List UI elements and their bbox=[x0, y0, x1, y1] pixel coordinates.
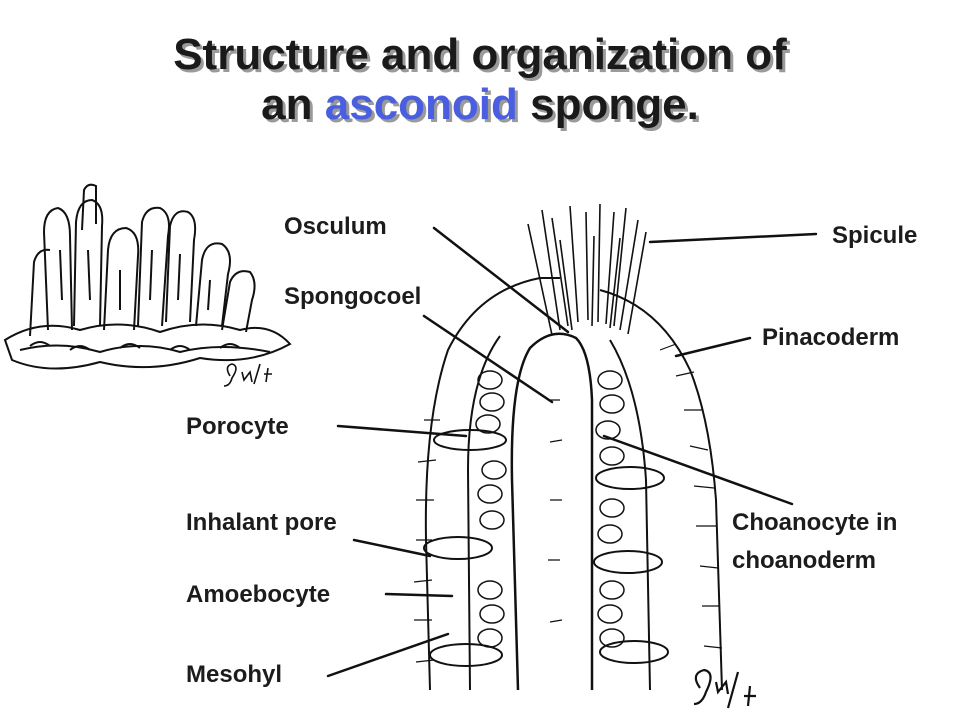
label-choanocyte-line-2: choanoderm bbox=[732, 547, 877, 574]
label-pointer-lines bbox=[326, 226, 818, 678]
sponge-colony-sketch bbox=[3, 183, 292, 370]
spicule-pointer bbox=[648, 232, 818, 244]
label-spongocoel: Spongocoel bbox=[284, 283, 422, 310]
choanocyte-cells bbox=[475, 370, 625, 648]
mesohyl-pointer bbox=[326, 632, 450, 678]
label-osculum: Osculum bbox=[284, 213, 387, 240]
spongocoel-pointer bbox=[422, 314, 554, 404]
title-line-2: an asconoid sponge. bbox=[0, 80, 960, 130]
title-line-1: Structure and organization of bbox=[173, 30, 787, 79]
signature-main bbox=[693, 668, 756, 709]
asconoid-sponge-drawing bbox=[413, 203, 723, 691]
label-spicule: Spicule bbox=[832, 222, 918, 249]
title-highlight-word: asconoid bbox=[324, 80, 518, 129]
label-choanocyte-line-1: Choanocyte in bbox=[732, 509, 898, 536]
amoebocyte-pointer bbox=[384, 592, 454, 598]
spongocoel-cavity bbox=[510, 332, 594, 691]
signature-small bbox=[223, 363, 272, 387]
title-line-2-suffix: sponge. bbox=[517, 80, 699, 129]
porocyte-pointer bbox=[336, 424, 468, 438]
pinacoderm-pointer bbox=[674, 336, 752, 358]
porocyte-cells bbox=[423, 429, 669, 667]
outer-body-wall bbox=[424, 277, 723, 691]
title-line-2-prefix: an bbox=[261, 80, 325, 129]
label-mesohyl: Mesohyl bbox=[186, 661, 283, 688]
label-pinacoderm: Pinacoderm bbox=[762, 324, 900, 351]
inhalant-pore-pointer bbox=[352, 538, 432, 558]
label-porocyte: Porocyte bbox=[186, 413, 289, 440]
label-inhalant-pore: Inhalant pore bbox=[186, 509, 337, 536]
spicule-bundle bbox=[527, 203, 647, 336]
slide-title: Structure and organization of an asconoi… bbox=[0, 30, 960, 130]
wall-right-inner bbox=[609, 339, 651, 691]
wall-left-inner bbox=[466, 335, 501, 691]
label-amoebocyte: Amoebocyte bbox=[186, 581, 331, 608]
choanocyte-pointer bbox=[602, 434, 794, 506]
osculum-pointer bbox=[432, 226, 570, 334]
pinacoderm-cells bbox=[413, 343, 723, 663]
